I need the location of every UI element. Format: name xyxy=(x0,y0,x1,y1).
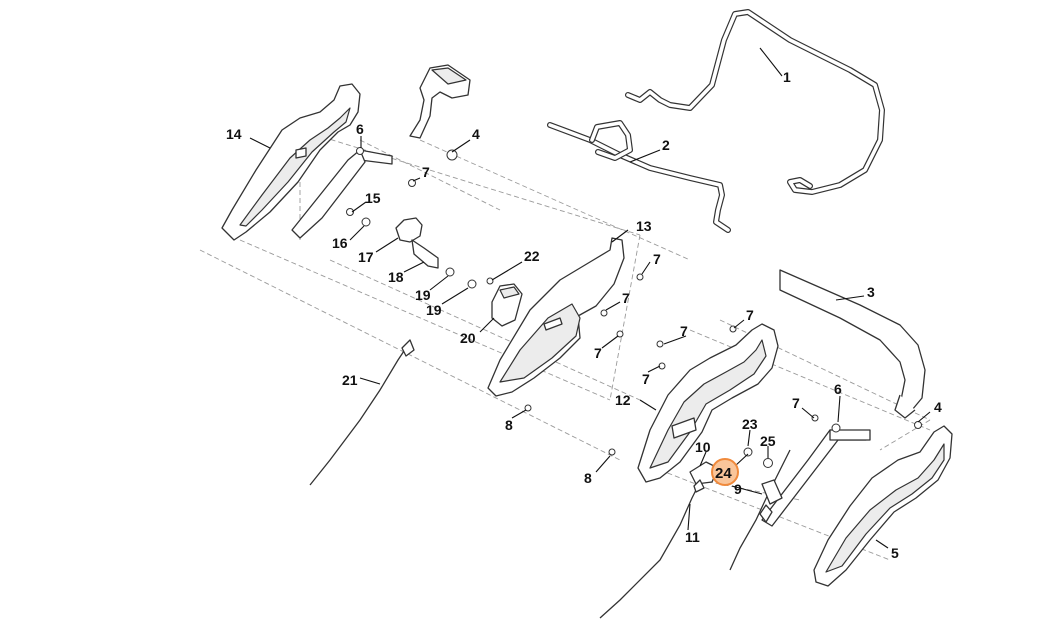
callout-labels: 1 2 3 4 4 5 6 6 7 7 7 7 7 7 7 7 8 8 9 10… xyxy=(226,69,942,561)
part-14-left-cover xyxy=(221,83,361,241)
callout-2: 2 xyxy=(662,137,670,153)
callout-6: 6 xyxy=(356,121,364,137)
assembly-guide-lines xyxy=(199,129,931,561)
callout-7: 7 xyxy=(594,345,602,361)
part-17-knob xyxy=(395,217,423,243)
callout-9: 9 xyxy=(734,481,742,497)
part-5-right-cover xyxy=(813,425,953,587)
part-20-latch xyxy=(491,283,523,327)
callout-7: 7 xyxy=(642,371,650,387)
part-1-upper-handle xyxy=(625,9,885,195)
callout-4: 4 xyxy=(934,399,942,415)
callout-17: 17 xyxy=(358,249,374,265)
callout-7: 7 xyxy=(622,290,630,306)
callout-7: 7 xyxy=(746,307,754,323)
callout-8: 8 xyxy=(505,417,513,433)
callout-12: 12 xyxy=(615,392,631,408)
callout-18: 18 xyxy=(388,269,404,285)
callout-7: 7 xyxy=(653,251,661,267)
callout-23: 23 xyxy=(742,416,758,432)
callout-22: 22 xyxy=(524,248,540,264)
callout-11: 11 xyxy=(685,529,700,545)
part-13-center-cover xyxy=(487,237,625,397)
callout-4: 4 xyxy=(472,126,480,142)
callout-7: 7 xyxy=(792,395,800,411)
part-18-pin xyxy=(411,239,439,269)
part-3-grip xyxy=(779,269,926,419)
callout-25: 25 xyxy=(760,433,776,449)
callout-7: 7 xyxy=(680,323,688,339)
callout-10: 10 xyxy=(695,439,711,455)
callout-8: 8 xyxy=(584,470,592,486)
callout-24-highlighted: 24 xyxy=(715,465,732,482)
part-9-cable-with-adjuster xyxy=(729,449,791,571)
part-left-knob-bracket xyxy=(291,64,471,239)
callout-3: 3 xyxy=(867,284,875,300)
callout-20: 20 xyxy=(460,330,476,346)
callout-16: 16 xyxy=(332,235,348,251)
part-21-cable xyxy=(309,339,415,486)
callout-15: 15 xyxy=(365,190,381,206)
callout-1: 1 xyxy=(783,69,791,85)
callout-21: 21 xyxy=(342,372,358,388)
part-12-right-cover xyxy=(637,323,779,483)
callout-19: 19 xyxy=(415,287,431,303)
callout-19: 19 xyxy=(426,302,442,318)
callout-6: 6 xyxy=(834,381,842,397)
part-right-bracket xyxy=(761,429,871,527)
part-11-cable xyxy=(599,479,705,619)
callout-14: 14 xyxy=(226,126,242,142)
leader-lines xyxy=(249,47,931,549)
callout-13: 13 xyxy=(636,218,652,234)
highlight-circle-24 xyxy=(711,458,739,486)
callout-7: 7 xyxy=(422,164,430,180)
callout-5: 5 xyxy=(891,545,899,561)
part-2-lower-handle-rod xyxy=(547,120,731,233)
small-fasteners-left xyxy=(346,147,494,289)
